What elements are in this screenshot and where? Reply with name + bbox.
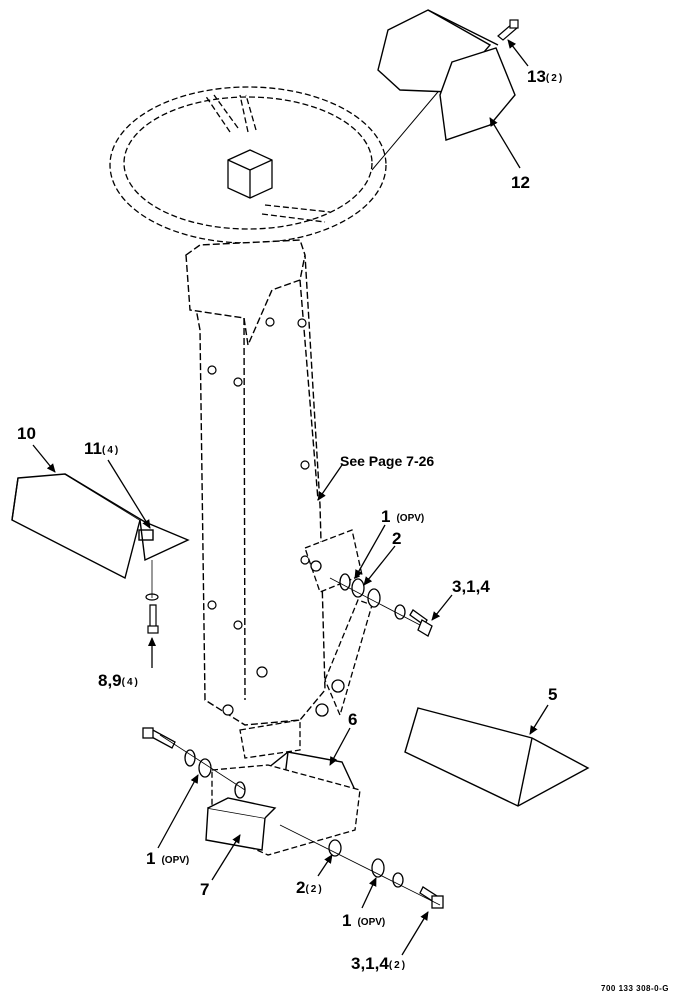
bolt-13	[497, 19, 519, 41]
callout-13-qty: (2)	[545, 73, 565, 84]
callout-3-1-4-upper: 3,1,4	[452, 578, 490, 595]
callout-3-1-4-lower-qty: (2)	[388, 960, 408, 971]
leader-3-1-4-lower	[401, 911, 429, 956]
callout-8-9: 8,9(4)	[98, 672, 140, 689]
leader-1-lower-left	[157, 774, 199, 849]
washer-stack-lower-left	[142, 727, 246, 799]
leader-2-lower	[317, 854, 333, 877]
reference-note: See Page 7-26	[340, 454, 434, 468]
column-cover-12	[377, 9, 516, 141]
steering-column	[185, 239, 326, 726]
leader-7	[211, 834, 241, 881]
callout-6-number: 6	[348, 710, 358, 729]
leader-6	[329, 727, 351, 766]
leader-12	[489, 117, 521, 169]
see-page-text: See Page 7-26	[340, 453, 435, 469]
callout-12: 12	[511, 174, 530, 191]
callout-2-lower-qty: (2)	[305, 884, 324, 895]
callout-10: 10	[17, 425, 36, 442]
leader-10	[32, 444, 56, 473]
callout-1-lower-left-qty: (OPV)	[161, 855, 190, 866]
callout-11-qty: (4)	[101, 445, 121, 456]
leader-2-upper	[363, 545, 396, 586]
callout-11: 11(4)	[84, 440, 120, 457]
bolt-8-9	[145, 593, 159, 634]
callout-1-lower-right-qty: (OPV)	[357, 917, 386, 928]
drawing-code-text: 700 133 308-0-G	[601, 984, 669, 993]
callout-8-9-qty: (4)	[121, 677, 140, 688]
callout-1-lower-right: 1 (OPV)	[342, 912, 385, 929]
drawing-code: 700 133 308-0-G	[601, 985, 669, 993]
callout-3-1-4-lower: 3,1,4(2)	[351, 955, 407, 972]
leader-1-upper	[354, 524, 386, 579]
callout-1-upper-number: 1	[381, 507, 391, 526]
leader-arrows	[32, 39, 549, 956]
callout-7-number: 7	[200, 880, 210, 899]
callout-7: 7	[200, 881, 209, 898]
washer-stack-right	[339, 573, 433, 637]
callout-1-lower-left-number: 1	[146, 849, 156, 868]
steering-hub	[227, 149, 273, 199]
callout-1-upper-qty: (OPV)	[396, 513, 425, 524]
callout-3-1-4-lower-number: 3,1,4	[351, 954, 389, 973]
callout-1-lower-right-number: 1	[342, 911, 352, 930]
callout-12-number: 12	[511, 173, 530, 192]
callout-2-lower: 2(2)	[296, 879, 324, 896]
callout-1-lower-left: 1 (OPV)	[146, 850, 189, 867]
leader-3-1-4-upper	[431, 594, 453, 621]
callout-11-number: 11	[84, 439, 102, 458]
assembly-axis-lines	[151, 560, 441, 906]
callout-2-upper-number: 2	[392, 529, 402, 548]
leader-5	[529, 704, 549, 735]
callout-5: 5	[548, 686, 557, 703]
callout-5-number: 5	[548, 685, 558, 704]
callout-10-number: 10	[17, 424, 36, 443]
wheel-to-cover-leader	[371, 79, 449, 171]
callout-13: 13(2)	[527, 68, 564, 85]
leader-13	[507, 39, 529, 67]
cover-10	[11, 473, 190, 580]
callout-2-upper: 2	[392, 530, 401, 547]
callout-8-9-number: 8,9	[98, 671, 122, 690]
callout-6: 6	[348, 711, 357, 728]
callout-1-upper: 1 (OPV)	[381, 508, 424, 525]
cover-5	[404, 707, 590, 807]
callout-2-lower-number: 2	[296, 878, 306, 897]
leader-1-lower-right	[361, 877, 377, 909]
bracket-bolts	[310, 560, 345, 717]
callout-3-1-4-upper-number: 3,1,4	[452, 577, 490, 596]
leader-see-page	[317, 464, 343, 501]
bracket-block-7	[205, 797, 277, 851]
leader-11	[107, 459, 151, 529]
callout-13-number: 13	[527, 67, 546, 86]
